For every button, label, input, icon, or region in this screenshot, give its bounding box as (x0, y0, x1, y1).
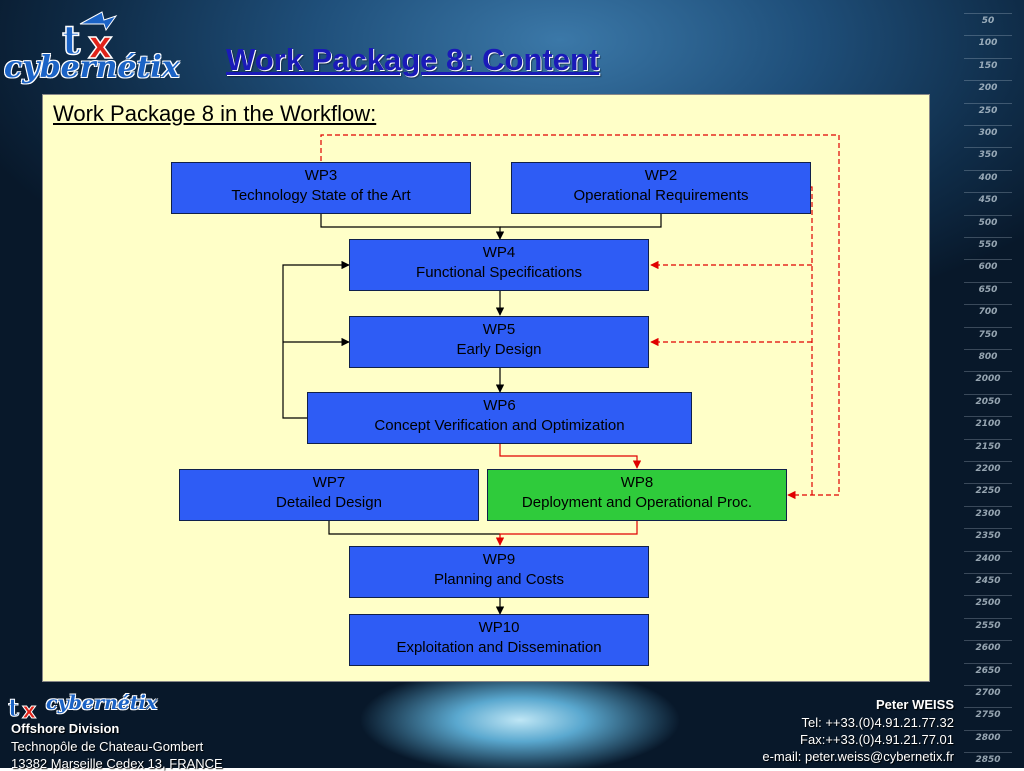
footer-logo-wordmark: cybernétix (46, 692, 158, 714)
depth-mark: 2000 (958, 371, 1018, 384)
feedback-wp2-wp8 (811, 186, 813, 495)
workflow-box-code: WP8 (620, 474, 654, 491)
depth-mark: 750 (958, 326, 1018, 340)
svg-text:x: x (22, 699, 36, 724)
logo-arrow-icon (79, 11, 118, 32)
workflow-box-code: WP3 (304, 167, 338, 184)
footer-address-line2: 13382 Marseille Cedex 13, FRANCE (11, 756, 223, 771)
workflow-box-label: Detailed Design (276, 494, 382, 511)
workflow-box-label: Concept Verification and Optimization (374, 417, 625, 434)
depth-mark: 2050 (958, 393, 1018, 407)
depth-mark: 2100 (958, 416, 1018, 429)
workflow-box-code: WP10 (478, 619, 520, 636)
depth-mark: 2350 (958, 528, 1018, 541)
cybernetix-logo-mark: t x (61, 11, 118, 68)
depth-mark: 350 (958, 147, 1018, 160)
footer-email[interactable]: e-mail: peter.weiss@cybernetix.fr (762, 749, 954, 764)
workflow-box-code: WP5 (482, 321, 516, 338)
footer-fax: Fax:++33.(0)4.91.21.77.01 (800, 732, 954, 747)
depth-mark: 50 (958, 13, 1018, 26)
footer-tel: Tel: ++33.(0)4.91.21.77.32 (801, 715, 954, 730)
depth-mark: 2250 (958, 483, 1018, 496)
content-panel: Work Package 8 in the Workflow: (42, 94, 930, 682)
depth-mark: 2450 (958, 573, 1018, 586)
depth-mark: 2400 (958, 550, 1018, 564)
depth-mark: 2700 (958, 685, 1018, 698)
footer-logo-mark: t x (8, 693, 37, 725)
depth-mark: 2650 (958, 662, 1018, 676)
workflow-box-label: Functional Specifications (416, 264, 582, 281)
slide-title: Work Package 8: Content (226, 42, 600, 77)
depth-mark: 800 (958, 349, 1018, 362)
footer-address-line1: Technopôle de Chateau-Gombert (11, 739, 204, 754)
link-wp6-wp8 (499, 444, 642, 469)
depth-mark: 2550 (958, 617, 1018, 631)
link-wp8-wp9 (495, 521, 638, 546)
link-wp2-wp4 (500, 214, 662, 228)
depth-mark: 2500 (958, 595, 1018, 608)
depth-mark: 600 (958, 259, 1018, 272)
depth-mark: 2750 (958, 707, 1018, 720)
depth-mark: 700 (958, 304, 1018, 317)
workflow-box-code: WP7 (312, 474, 346, 491)
workflow-box-label: Technology State of the Art (231, 187, 411, 204)
depth-mark: 150 (958, 57, 1018, 71)
workflow-box-label: Deployment and Operational Proc. (521, 494, 753, 511)
logo-letter-x: x (88, 23, 113, 67)
feedback-wp3-wp8 (320, 134, 840, 500)
workflow-box-label: Planning and Costs (433, 571, 565, 588)
workflow-box-code: WP6 (483, 397, 516, 414)
depth-mark: 400 (958, 169, 1018, 183)
depth-mark: 300 (958, 125, 1018, 138)
depth-mark: 450 (958, 192, 1018, 205)
link-wp3-wp4 (320, 214, 505, 240)
workflow-box-label: Exploitation and Dissemination (396, 639, 602, 656)
depth-mark: 100 (958, 35, 1018, 48)
link-wp7-wp9 (328, 521, 500, 535)
footer-contact-name: Peter WEISS (875, 697, 954, 712)
depth-mark: 2200 (958, 461, 1018, 474)
depth-mark: 2300 (958, 505, 1018, 519)
slide-subtitle: Work Package 8 in the Workflow: (53, 101, 377, 126)
logo-wordmark: cybernétix (4, 50, 180, 85)
svg-text:t: t (8, 693, 19, 722)
workflow-box-label: Operational Requirements (573, 187, 749, 204)
workflow-box-code: WP9 (482, 551, 516, 568)
depth-mark: 2800 (958, 729, 1018, 743)
workflow-diagram (282, 134, 840, 615)
depth-mark: 500 (958, 214, 1018, 228)
depth-mark: 550 (958, 237, 1018, 250)
workflow-box-code: WP2 (644, 167, 678, 184)
logo-letter-t: t (62, 17, 81, 64)
footer-division: Offshore Division (11, 721, 120, 736)
depth-mark: 650 (958, 281, 1018, 295)
depth-mark: 2850 (958, 752, 1018, 765)
depth-mark: 250 (958, 102, 1018, 116)
depth-mark: 200 (958, 80, 1018, 93)
workflow-box-label: Early Design (456, 341, 542, 358)
depth-mark: 2150 (958, 438, 1018, 452)
depth-mark: 2600 (958, 640, 1018, 653)
workflow-box-code: WP4 (482, 244, 516, 261)
